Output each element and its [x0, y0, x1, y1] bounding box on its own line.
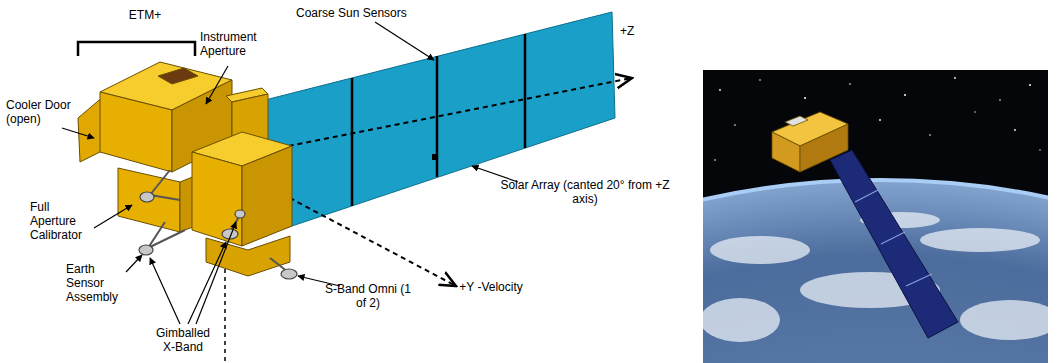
satellite-photo-part-part	[1029, 84, 1031, 86]
satellite-photo-part-part	[719, 89, 721, 91]
leader-line	[62, 22, 518, 324]
satellite-photo-part-part	[1039, 149, 1040, 150]
label-slot: Instrument Aperture	[200, 30, 274, 58]
antenna-dish-part	[235, 210, 245, 218]
part-label: +Y -Velocity	[458, 280, 524, 294]
leader-line-part	[126, 255, 142, 272]
antenna-dish-part	[139, 245, 153, 255]
satellite-photo-part-part	[904, 94, 906, 96]
satellite-photo-part	[830, 150, 958, 338]
solar-array	[265, 12, 615, 235]
part-label: ETM+	[110, 8, 180, 22]
bracket	[78, 42, 195, 56]
antenna-strut	[148, 170, 288, 272]
label-slot: Full Aperture Calibrator	[30, 200, 94, 242]
satellite-photo-part-part	[785, 116, 808, 126]
part-label: S-Band Omni (1 of 2)	[322, 282, 414, 310]
satellite-photo-part-part	[710, 236, 810, 264]
part-label: Earth Sensor Assembly	[66, 262, 130, 304]
spacecraft-body-part	[192, 152, 242, 246]
satellite-photo-part-part	[906, 274, 932, 286]
solar-array-part	[351, 78, 354, 206]
axis-line	[218, 78, 632, 363]
leader-line-part	[62, 128, 94, 138]
satellite-photo-part-part	[804, 97, 806, 99]
satellite-photo-part-part	[703, 298, 780, 342]
part-label: Instrument Aperture	[200, 30, 274, 58]
spacecraft-body-part	[206, 236, 290, 276]
label-slot: Gimballed X-Band	[150, 326, 216, 354]
spacecraft-body	[78, 62, 292, 276]
label-slot: +Z	[620, 24, 650, 38]
satellite-photo-part-part	[855, 190, 878, 202]
part-label: Full Aperture Calibrator	[30, 200, 94, 242]
satellite-photo-part-part	[759, 79, 761, 81]
spacecraft-body-part	[118, 168, 180, 232]
label-slot: +Y -Velocity	[458, 280, 524, 294]
part-label: Coarse Sun Sensors	[296, 6, 446, 20]
satellite-photo-part	[855, 190, 932, 286]
satellite-photo-part-part	[772, 132, 800, 172]
spacecraft-body-part	[242, 146, 292, 246]
solar-array-part	[524, 34, 527, 148]
satellite-photo-part-part	[714, 159, 716, 161]
antenna-strut-part	[150, 170, 180, 200]
antenna-strut-part	[148, 222, 185, 248]
satellite-photo-part-part	[920, 228, 1040, 252]
spacecraft-body-part	[100, 92, 172, 172]
leader-line-part	[375, 22, 434, 60]
leader-line-part	[206, 66, 228, 104]
satellite-photo-part-part	[960, 300, 1048, 340]
satellite-photo-part-part	[734, 124, 736, 126]
part-label: +Z	[620, 24, 650, 38]
label-slot: Earth Sensor Assembly	[66, 262, 130, 304]
satellite-photo-part-part	[879, 119, 881, 121]
bracket-part	[78, 42, 195, 56]
satellite-photo-part-part	[929, 134, 931, 136]
leader-line-part	[150, 258, 180, 324]
label-slot: S-Band Omni (1 of 2)	[322, 282, 414, 310]
satellite-photo-part-part	[954, 77, 956, 79]
label-slot: Coarse Sun Sensors	[296, 6, 446, 20]
antenna-dish-part	[281, 269, 297, 279]
part-label: Solar Array (canted 20° from +Z axis)	[500, 178, 670, 206]
satellite-photo-part-part	[849, 83, 851, 85]
solar-array-part	[265, 12, 615, 235]
satellite-photo	[703, 70, 1048, 363]
solar-array-part	[432, 154, 438, 160]
spacecraft-body-part	[158, 68, 198, 84]
leader-line-part	[188, 242, 226, 324]
part-label: Cooler Door (open)	[6, 98, 78, 126]
satellite-photo-part-part	[974, 111, 975, 112]
leader-line-part	[196, 222, 236, 324]
antenna-dish-part	[140, 192, 154, 202]
antenna-dish	[139, 192, 297, 279]
label-slot: Solar Array (canted 20° from +Z axis)	[500, 178, 670, 206]
satellite-photo-part-part	[881, 232, 905, 244]
label-slot: Cooler Door (open)	[6, 98, 78, 126]
satellite-photo-part-part	[999, 99, 1001, 101]
leader-line-part	[94, 205, 132, 228]
part-label: Gimballed X-Band	[150, 326, 216, 354]
label-slot: ETM+	[110, 8, 180, 22]
satellite-photo-part	[714, 77, 1041, 161]
satellite-photo-part-part	[1014, 129, 1016, 131]
